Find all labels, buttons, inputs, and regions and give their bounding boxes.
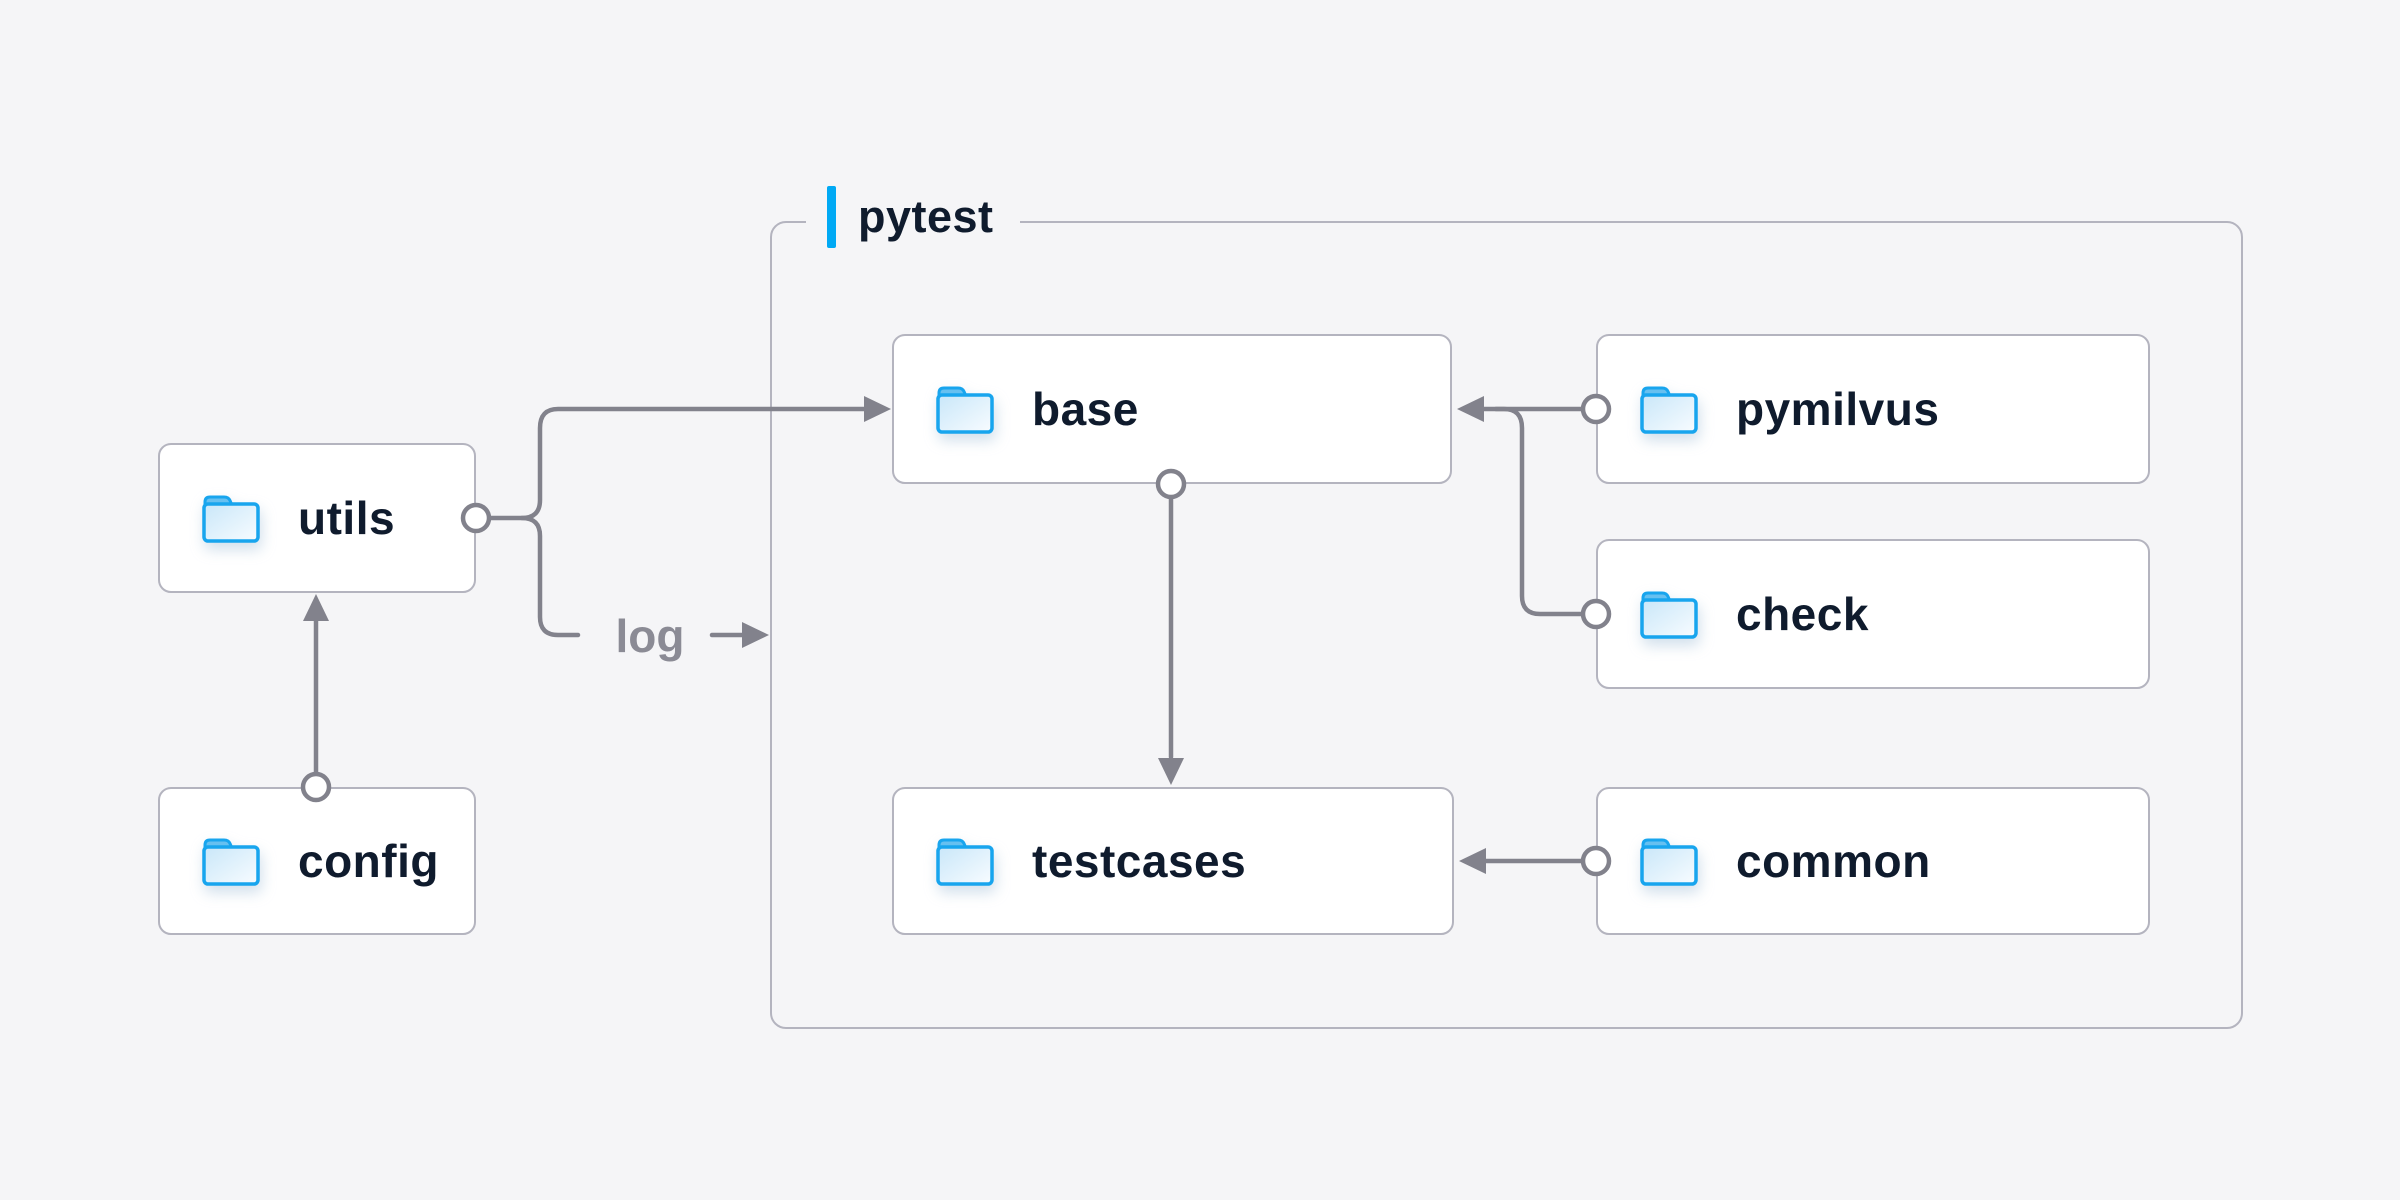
node-utils: utils	[158, 443, 476, 593]
folder-icon	[202, 495, 260, 543]
node-testcases: testcases	[892, 787, 1454, 935]
node-pymilvus: pymilvus	[1596, 334, 2150, 484]
node-label: base	[1032, 383, 1139, 435]
pytest-group-label-text: pytest	[858, 191, 994, 242]
edge-config-utils	[300, 594, 332, 803]
folder-icon	[202, 838, 260, 886]
node-label: testcases	[1032, 835, 1247, 887]
node-label: config	[298, 835, 439, 887]
node-label: utils	[298, 492, 396, 544]
node-label: pymilvus	[1736, 383, 1940, 435]
node-label: common	[1736, 835, 1931, 887]
node-common: common	[1596, 787, 2150, 935]
pytest-group-label: pytest	[806, 184, 1020, 250]
accent-bar	[827, 186, 836, 248]
folder-icon	[1640, 386, 1698, 434]
folder-icon	[936, 838, 994, 886]
node-label: check	[1736, 588, 1869, 640]
node-config: config	[158, 787, 476, 935]
node-base: base	[892, 334, 1452, 484]
edge-label-log: log	[615, 610, 685, 662]
pytest-group-box	[770, 221, 2243, 1029]
folder-icon	[1640, 591, 1698, 639]
node-check: check	[1596, 539, 2150, 689]
folder-icon	[1640, 838, 1698, 886]
folder-icon	[936, 386, 994, 434]
